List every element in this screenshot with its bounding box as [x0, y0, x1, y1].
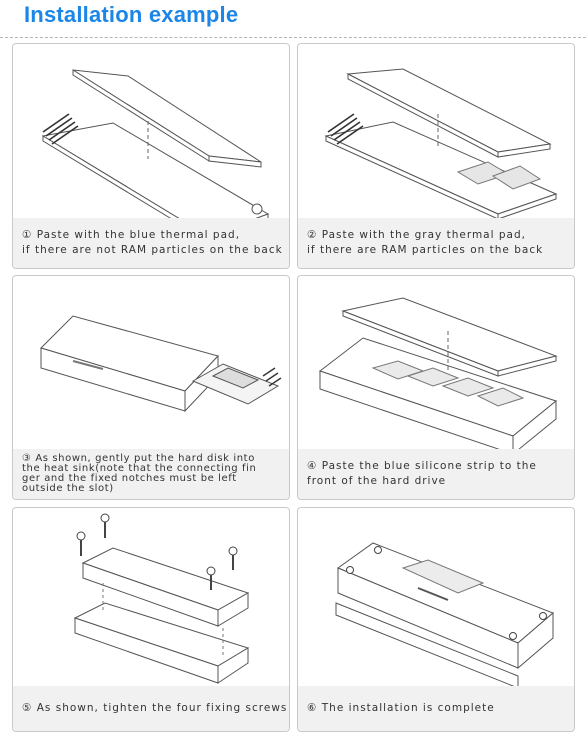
step-6-panel: ⑥ The installation is complete: [297, 507, 575, 732]
title-divider: [0, 37, 586, 38]
step-6-illustration: [335, 542, 554, 689]
step-2-caption-line: ② Paste with the gray thermal pad,: [307, 229, 526, 241]
step-2-illustration: [324, 68, 558, 220]
step-5-panel: ⑤ As shown, tighten the four fixing scre…: [12, 507, 290, 732]
step-3-illustration: [40, 315, 282, 413]
step-5-caption: ⑤ As shown, tighten the four fixing scre…: [13, 686, 289, 731]
step-4-caption: ④ Paste the blue silicone strip to the f…: [298, 449, 574, 499]
step-1-caption-line: ① Paste with the blue thermal pad,: [22, 229, 241, 241]
step-6-caption-line: ⑥ The installation is complete: [307, 702, 495, 714]
step-1-caption-line: if there are not RAM particles on the ba…: [22, 244, 283, 256]
step-3-caption-line: the heat sink(note that the connecting f…: [22, 463, 257, 474]
step-1-panel: ① Paste with the blue thermal pad, if th…: [12, 43, 290, 269]
step-4-illustration: [318, 297, 558, 456]
step-3-caption-line: ③ As shown, gently put the hard disk int…: [22, 453, 255, 464]
step-5-illustration: [73, 513, 250, 684]
step-3-panel: ③ As shown, gently put the hard disk int…: [12, 275, 290, 500]
step-3-caption-line: ger and the fixed notches must be left: [22, 473, 237, 484]
step-2-caption: ② Paste with the gray thermal pad, if th…: [298, 218, 574, 268]
step-6-caption: ⑥ The installation is complete: [298, 686, 574, 731]
step-2-panel: ② Paste with the gray thermal pad, if th…: [297, 43, 575, 269]
step-3-caption: ③ As shown, gently put the hard disk int…: [13, 449, 289, 499]
step-4-caption-line: front of the hard drive: [307, 475, 447, 487]
step-2-caption-line: if there are RAM particles on the back: [307, 244, 544, 256]
step-4-panel: ④ Paste the blue silicone strip to the f…: [297, 275, 575, 500]
step-5-caption-line: ⑤ As shown, tighten the four fixing scre…: [22, 702, 288, 714]
step-4-caption-line: ④ Paste the blue silicone strip to the: [307, 460, 537, 472]
page-title: Installation example: [24, 2, 239, 27]
step-1-caption: ① Paste with the blue thermal pad, if th…: [13, 218, 289, 268]
step-3-caption-line: outside the slot): [22, 483, 114, 494]
